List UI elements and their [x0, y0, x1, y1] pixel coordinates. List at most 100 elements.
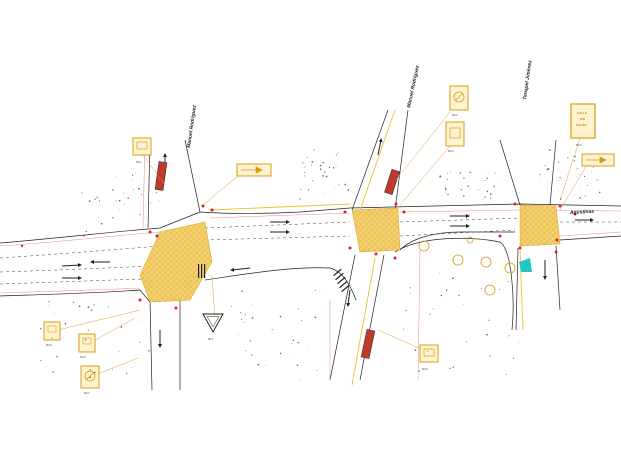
survey-dot	[118, 350, 120, 352]
bus-stops	[154, 161, 400, 359]
survey-dot	[539, 173, 541, 175]
survey-dot	[98, 216, 100, 218]
survey-dot	[451, 277, 454, 280]
bus-stop-top	[154, 161, 168, 191]
survey-dot	[316, 369, 318, 371]
sign-calle: CALLE	[577, 111, 587, 115]
survey-dot	[72, 301, 75, 304]
survey-dot	[324, 170, 326, 172]
round-sign-3	[480, 256, 492, 268]
island-round-signs	[418, 236, 516, 296]
survey-dot	[307, 189, 310, 191]
survey-dot	[231, 305, 233, 307]
survey-dot	[245, 350, 247, 352]
survey-dot	[118, 199, 121, 202]
survey-dot	[439, 175, 442, 178]
survey-dot	[414, 349, 417, 351]
survey-dot	[559, 177, 561, 179]
survey-dot	[88, 200, 91, 202]
sign-salida: SALIDA	[576, 123, 588, 127]
survey-dot	[289, 353, 291, 354]
survey-dot	[265, 365, 267, 367]
survey-dot	[296, 364, 299, 366]
survey-dot	[89, 376, 92, 379]
survey-dot	[549, 149, 551, 151]
survey-dot	[322, 174, 324, 177]
survey-dot	[307, 348, 309, 350]
survey-dot	[257, 363, 260, 366]
survey-dot	[493, 185, 495, 188]
survey-dot	[598, 191, 601, 194]
survey-dot	[480, 288, 482, 289]
street-label-manuel-rodriguez-left: Manuel Rodriguez	[186, 104, 198, 148]
survey-dot	[112, 217, 114, 219]
survey-dot	[93, 303, 95, 305]
survey-dot	[131, 367, 132, 368]
survey-dot	[332, 167, 335, 169]
survey-dot	[463, 195, 465, 197]
traffic-signs: SN-1 SN-2 SN-3 CALLE SIN SALIDA SN-4	[43, 85, 615, 395]
survey-dot	[446, 173, 448, 174]
survey-dot	[459, 172, 462, 174]
survey-dot	[577, 168, 579, 169]
bus-stop-middle	[384, 169, 400, 195]
survey-dot	[148, 350, 150, 352]
survey-dot	[48, 305, 50, 306]
sign-left-lower-2: SN-6	[78, 333, 96, 359]
lane-dashes	[0, 217, 621, 285]
survey-dot	[64, 322, 67, 325]
survey-dot	[310, 164, 312, 166]
yield-sign: SP-1	[202, 313, 224, 341]
survey-dot	[141, 194, 143, 196]
survey-dots	[40, 149, 601, 380]
survey-dot	[440, 294, 443, 297]
survey-dot	[150, 202, 152, 204]
survey-dot	[325, 175, 328, 178]
survey-dot	[452, 366, 455, 368]
survey-dot	[120, 326, 123, 328]
survey-dot	[573, 195, 575, 197]
survey-dot	[138, 320, 139, 322]
survey-dot	[489, 193, 492, 195]
survey-dot	[322, 161, 324, 164]
street-label-agustinas: Agustinas	[569, 209, 595, 216]
survey-dot	[112, 189, 114, 191]
svg-text:SN-1: SN-1	[136, 161, 142, 164]
round-sign-2	[452, 254, 464, 266]
survey-dot	[51, 337, 53, 339]
survey-dot	[484, 196, 486, 198]
survey-dot	[583, 175, 586, 178]
round-sign-4	[504, 262, 516, 274]
direction-arrow-sign-right	[581, 153, 615, 167]
survey-dot	[315, 289, 316, 291]
survey-dot	[426, 312, 428, 314]
svg-text:SN-5: SN-5	[46, 344, 52, 347]
survey-dot	[463, 177, 465, 179]
survey-dot	[118, 208, 120, 210]
survey-dot	[313, 149, 315, 151]
no-bike-sign: SN-2	[449, 85, 469, 117]
survey-dot	[133, 189, 135, 191]
survey-dot	[115, 175, 117, 177]
cyan-marker	[519, 258, 532, 272]
survey-dot	[494, 172, 496, 174]
survey-dot	[237, 334, 239, 335]
crosswalk-stripes	[198, 264, 350, 293]
survey-dot	[139, 341, 141, 343]
survey-dot	[324, 171, 326, 173]
survey-dot	[319, 164, 322, 167]
survey-dot	[576, 176, 578, 178]
survey-dot	[462, 304, 464, 305]
survey-dot	[319, 290, 321, 292]
survey-dot	[312, 180, 314, 182]
survey-dot	[299, 198, 301, 200]
survey-dot	[557, 161, 560, 163]
survey-dot	[132, 174, 134, 176]
survey-dot	[127, 197, 129, 199]
survey-dot	[87, 306, 90, 309]
survey-dot	[291, 343, 293, 344]
survey-dot	[469, 188, 471, 190]
survey-dot	[596, 179, 598, 181]
survey-dot	[446, 178, 448, 180]
red-markers	[20, 202, 577, 310]
